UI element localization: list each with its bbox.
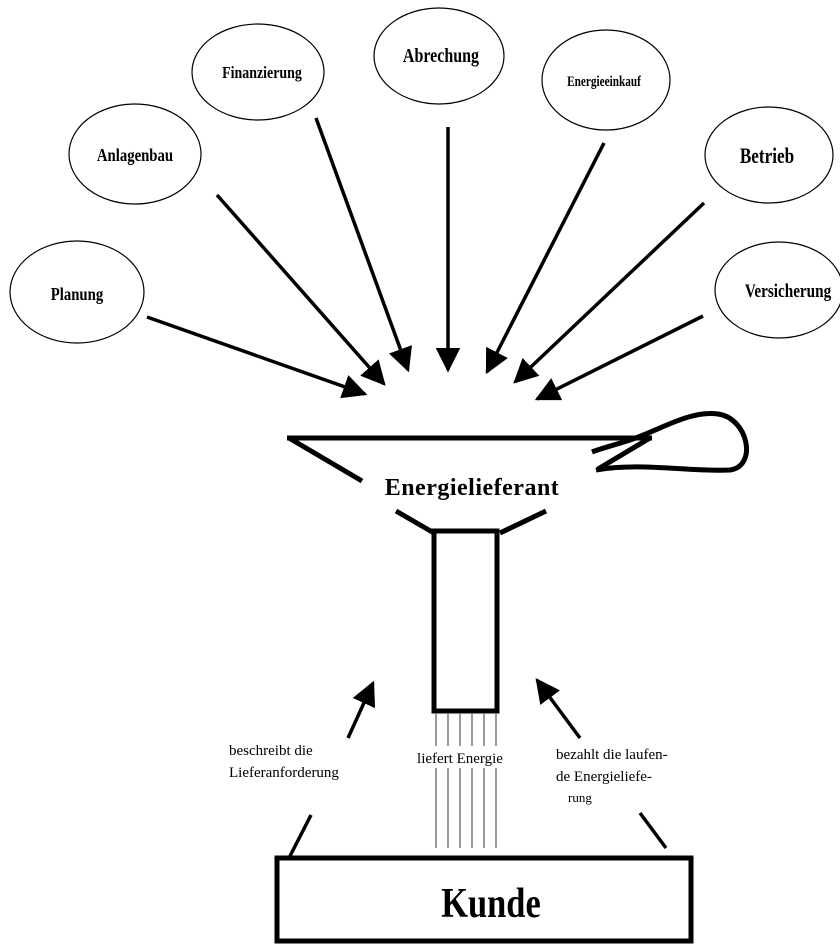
- funnel: Energielieferant: [287, 410, 749, 714]
- funnel-right-neck: [498, 508, 548, 536]
- service-finanzierung-ellipse: [191, 23, 325, 121]
- customer-box: Kunde: [274, 855, 694, 944]
- funnel-left-neck: [394, 508, 436, 536]
- service-betrieb: Betrieb: [704, 106, 834, 204]
- service-versicherung-ellipse: [714, 241, 840, 339]
- customer-right-stroke: [638, 811, 668, 850]
- arrow-planung: [146, 315, 368, 399]
- right-annotation-line2: de Energieliefe-: [556, 769, 652, 785]
- middle-annotation-bg: [402, 746, 516, 768]
- service-betrieb-label: Betrieb: [740, 144, 794, 169]
- service-arrows: [146, 117, 706, 401]
- arrow-betrieb: [513, 201, 706, 384]
- service-anlagenbau: Anlagenbau: [68, 103, 202, 205]
- funnel-label: Energielieferant: [385, 475, 560, 501]
- arrow-anlagenbau: [215, 193, 386, 386]
- arrow-finanzierung: [314, 117, 412, 373]
- arrow-versicherung: [534, 314, 704, 401]
- service-versicherung-label: Versicherung: [745, 280, 832, 301]
- energy-flow-lines: [435, 714, 497, 848]
- funnel-spout: [431, 528, 500, 714]
- funnel-handle: [591, 410, 749, 473]
- right-annotation-arrow: [535, 678, 582, 740]
- service-planung-label: Planung: [51, 284, 104, 305]
- right-annotation-line3: rung: [568, 790, 592, 805]
- right-annotation-line1: bezahlt die laufen-: [556, 747, 668, 763]
- service-energieeinkauf: Energieeinkauf: [541, 29, 671, 131]
- service-anlagenbau-label: Anlagenbau: [97, 145, 173, 166]
- service-anlagenbau-ellipse: [68, 103, 202, 205]
- customer-label: Kunde: [441, 881, 541, 927]
- customer-left-stroke: [286, 814, 313, 861]
- service-energieeinkauf-ellipse: [541, 29, 671, 131]
- service-energieeinkauf-label: Energieeinkauf: [567, 72, 641, 89]
- funnel-left-wall: [287, 435, 364, 484]
- service-abrechnung-ellipse: [373, 7, 505, 105]
- service-planung: Planung: [9, 240, 145, 344]
- left-annotation-line1: beschreibt die: [229, 743, 313, 759]
- service-betrieb-ellipse: [704, 106, 834, 204]
- customer-box-frame: [274, 855, 694, 944]
- service-versicherung: Versicherung: [714, 241, 840, 339]
- arrow-energieeinkauf: [485, 142, 606, 375]
- service-finanzierung: Finanzierung: [191, 23, 325, 121]
- service-finanzierung-label: Finanzierung: [222, 64, 302, 83]
- service-abrechnung: Abrechung: [373, 7, 505, 105]
- service-planung-ellipse: [9, 240, 145, 344]
- left-annotation-arrow: [346, 680, 376, 739]
- service-abrechnung-label: Abrechung: [403, 44, 479, 66]
- left-annotation-line2: Lieferanforderung: [229, 765, 339, 781]
- funnel-right-wall: [596, 435, 652, 472]
- middle-annotation: liefert Energie: [417, 751, 503, 767]
